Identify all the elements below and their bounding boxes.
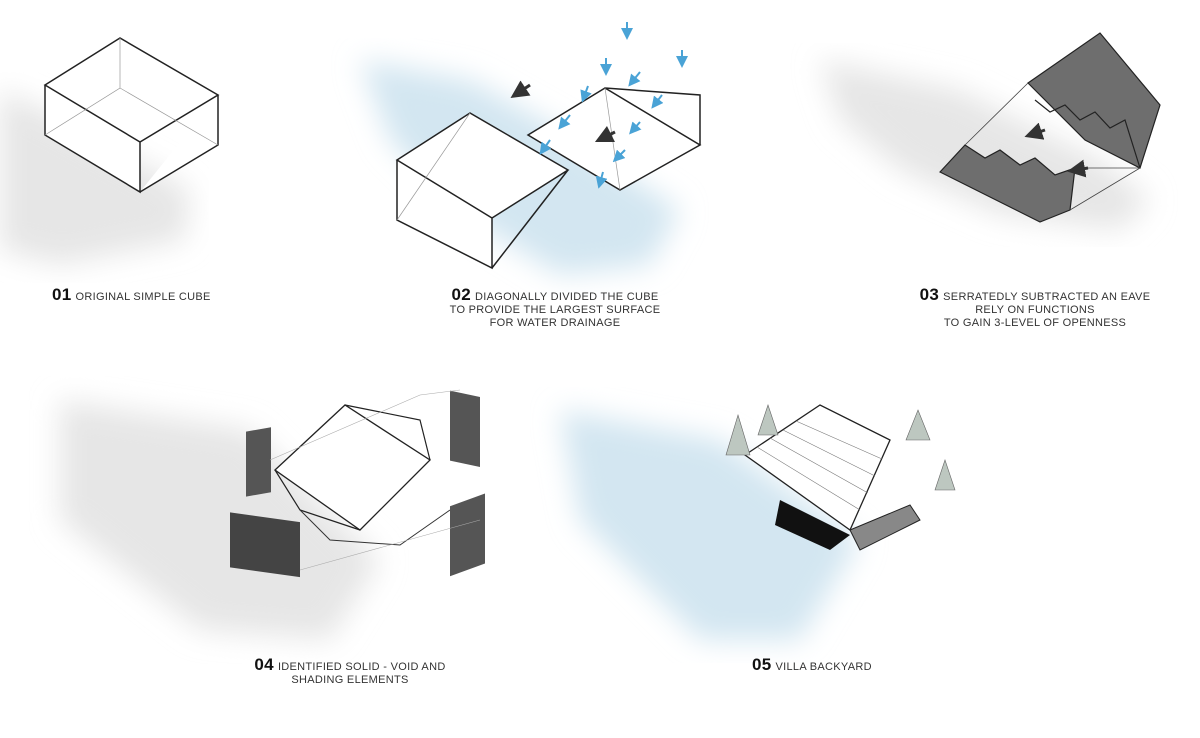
drainage-arrows — [539, 22, 688, 189]
step-04-exploded-drawing — [60, 389, 485, 640]
shadow — [60, 400, 380, 640]
tree-icons — [725, 404, 956, 491]
step-03-serrated-drawing — [820, 32, 1161, 230]
step-01-cube-drawing — [0, 37, 220, 265]
water-surface — [560, 410, 860, 640]
step-02-divided-cube-drawing — [360, 22, 702, 275]
step-05-villa-drawing — [560, 404, 956, 640]
